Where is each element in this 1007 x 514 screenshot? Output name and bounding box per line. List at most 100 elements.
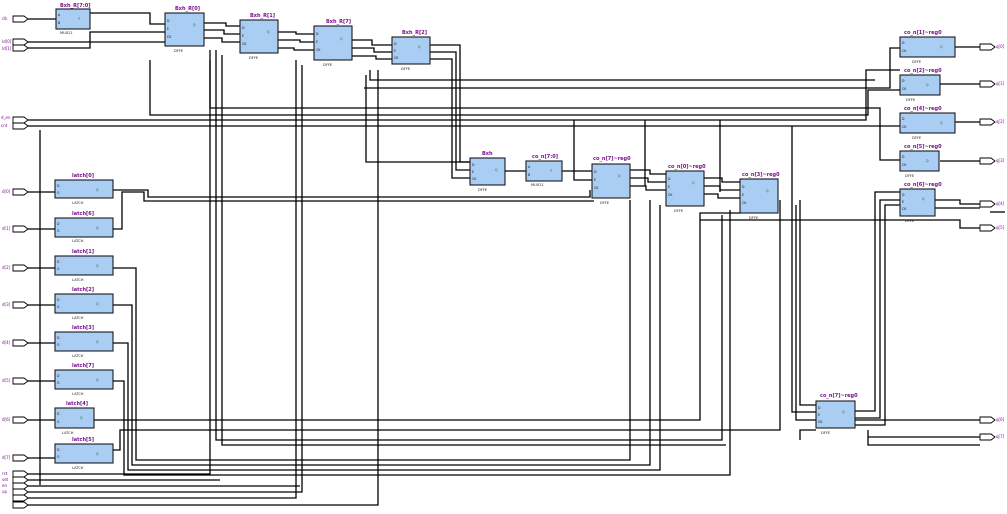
svg-text:E: E <box>242 34 244 38</box>
block-title: Bxh <box>482 151 493 157</box>
svg-text:CK: CK <box>902 125 907 129</box>
svg-text:CK: CK <box>902 207 907 211</box>
block-type: LATCH <box>72 354 84 358</box>
svg-text:G: G <box>57 305 60 309</box>
block-title: latch[6] <box>72 211 94 217</box>
block-title: Bxh_R[1] <box>250 13 275 19</box>
svg-text:CK: CK <box>902 87 907 91</box>
output-label-q1: q[1] <box>996 81 1005 86</box>
input-ports: clk ld[0] ld[1] d_en cnt d[0] d[1] d[2] … <box>1 15 29 509</box>
svg-text:D: D <box>902 193 905 197</box>
block-latch5[interactable]: latch[5] DGQ LATCH <box>54 437 114 470</box>
svg-text:E: E <box>167 27 169 31</box>
block-title: co_n[2]~reg0 <box>904 68 942 74</box>
svg-text:Q: Q <box>193 23 196 27</box>
svg-text:CK: CK <box>818 420 823 424</box>
block-co-n-mux[interactable]: co_n[7:0] ABY MUX21 <box>525 154 563 187</box>
svg-text:CK: CK <box>902 163 907 167</box>
svg-text:D: D <box>902 79 905 83</box>
svg-text:B: B <box>528 173 530 177</box>
input-label-d5: d[5] <box>2 378 11 383</box>
input-port-cnt <box>12 122 29 130</box>
block-type: LATCH <box>72 466 84 470</box>
block-bxh-r-mux[interactable]: Bxh_R[7:0] ABY MUX21 <box>55 3 91 35</box>
block-title: co_n[7:0] <box>532 154 558 160</box>
input-label-d1: d[1] <box>2 226 11 231</box>
input-port-clk <box>12 15 29 23</box>
input-label-en: en <box>2 483 7 488</box>
svg-text:D: D <box>472 163 475 167</box>
block-type: LATCH <box>62 431 74 435</box>
block-latch4[interactable]: latch[4] DGQ LATCH <box>54 401 95 435</box>
output-label-q4: q[4] <box>996 201 1005 206</box>
block-latch7[interactable]: latch[7] DGQ LATCH <box>54 363 114 396</box>
block-type: LATCH <box>72 239 84 243</box>
output-port-q3 <box>979 157 996 165</box>
svg-text:D: D <box>668 177 671 181</box>
svg-text:Q: Q <box>96 264 99 268</box>
block-type: DFFE <box>749 216 759 220</box>
block-title: co_n[7]~reg0 <box>593 156 631 162</box>
input-label-set: set <box>2 477 9 482</box>
svg-text:D: D <box>57 412 60 416</box>
svg-text:CK: CK <box>668 193 673 197</box>
block-type: DFFE <box>323 63 333 67</box>
output-label-q5: q[5] <box>996 225 1005 230</box>
svg-text:CK: CK <box>742 201 747 205</box>
block-title: Bxh_R[0] <box>175 6 200 12</box>
output-label-q6: q[6] <box>996 417 1005 422</box>
block-title: Bxh_R[7] <box>326 19 351 25</box>
svg-text:D: D <box>167 19 170 23</box>
svg-text:E: E <box>472 170 474 174</box>
input-label-ld1: ld[1] <box>2 46 12 51</box>
block-title: latch[7] <box>72 363 94 369</box>
svg-text:B: B <box>58 21 60 25</box>
output-label-q7: q[7] <box>996 434 1005 439</box>
block-latch6[interactable]: latch[6] DGQ LATCH <box>54 211 114 243</box>
block-latch3[interactable]: latch[3] DGQ LATCH <box>54 325 114 358</box>
svg-text:Q: Q <box>96 302 99 306</box>
block-type: DFFE <box>821 431 831 435</box>
svg-text:G: G <box>57 191 60 195</box>
svg-text:Q: Q <box>692 181 695 185</box>
block-latch1[interactable]: latch[1] DGQ LATCH <box>54 249 114 282</box>
input-port-ld0 <box>12 38 29 46</box>
svg-text:G: G <box>57 455 60 459</box>
svg-text:Q: Q <box>96 226 99 230</box>
svg-text:Q: Q <box>340 37 343 41</box>
svg-text:D: D <box>242 26 245 30</box>
block-title: co_n[0]~reg0 <box>668 164 706 170</box>
block-latch2[interactable]: latch[2] DGQ LATCH <box>54 287 114 320</box>
svg-text:Q: Q <box>926 83 929 87</box>
svg-text:Q: Q <box>418 45 421 49</box>
block-title: co_n[5]~reg0 <box>904 144 942 150</box>
block-latch0[interactable]: latch[0] DGQ LATCH <box>54 173 114 205</box>
svg-text:Q: Q <box>495 168 498 172</box>
output-port-q0 <box>979 43 996 51</box>
input-label-clk: clk <box>2 16 8 21</box>
input-port-ld1 <box>12 44 29 52</box>
output-port-q5 <box>979 224 996 232</box>
input-label-d2: d[2] <box>2 265 11 270</box>
block-type: LATCH <box>72 316 84 320</box>
svg-text:E: E <box>316 40 318 44</box>
svg-text:CK: CK <box>594 186 599 190</box>
svg-text:G: G <box>57 420 60 424</box>
block-title: latch[5] <box>72 437 94 443</box>
svg-text:D: D <box>818 406 821 410</box>
input-label-ld0: ld[0] <box>2 39 12 44</box>
